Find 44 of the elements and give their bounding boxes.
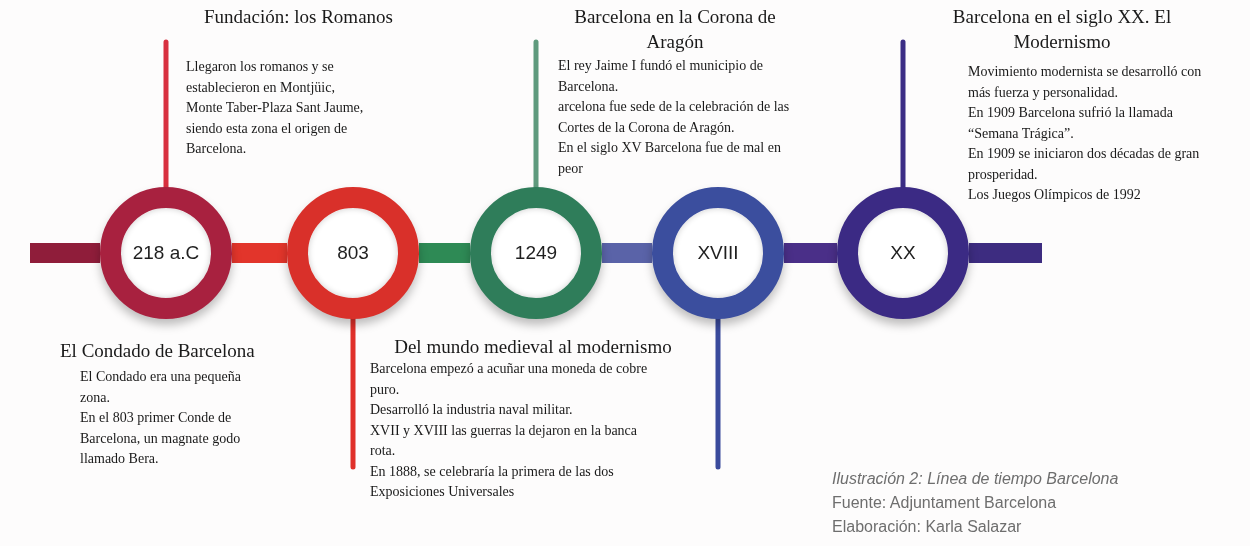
figure-caption: Ilustración 2: Línea de tiempo Barcelona [832, 469, 1119, 489]
year-label: XX [890, 242, 916, 264]
year-label: XVIII [697, 242, 739, 264]
event-description: arcelona fue sede de la celebración de las Cortes de la Corona de Aragón. [558, 98, 791, 137]
year-ring [470, 187, 602, 319]
timeline-bar [784, 243, 837, 263]
event-description: En 1888, se celebraría la primera de las dos Exposiciones Universales [370, 462, 615, 501]
timeline-bar [419, 243, 470, 263]
leader-line [715, 316, 721, 470]
year-ring [100, 187, 232, 319]
event-description: El rey Jaime I fundó el municipio de Barcelona. [558, 57, 764, 96]
event-description: Desarrolló la industria naval militar. [370, 401, 574, 419]
leader-line [900, 39, 906, 190]
event-heading: El Condado de Barcelona [60, 339, 256, 363]
event-heading: Fundación: los Romanos [203, 5, 394, 29]
timeline-bar [30, 243, 100, 263]
event-heading: Barcelona en el siglo XX. El Modernismo [951, 5, 1173, 54]
timeline-bar [232, 243, 287, 263]
event-description: Barcelona empezó a acuñar una moneda de cobre puro. [370, 360, 649, 399]
event-heading: Barcelona en la Corona de Aragón [573, 5, 777, 54]
event-description: En 1909 se iniciaron dos décadas de gran prosperidad. [968, 145, 1201, 184]
event-description: Monte Taber-Plaza Sant Jaume, siendo esta zona el origen de Barcelona. [186, 99, 364, 158]
event-heading: Del mundo medieval al modernismo [393, 335, 673, 359]
event-description: El Condado era una pequeña zona. [80, 368, 242, 407]
leader-line [163, 39, 169, 190]
event-description: Los Juegos Olímpicos de 1992 [968, 186, 1142, 204]
event-description: En el siglo XV Barcelona fue de mal en peor [558, 139, 782, 178]
event-description: Movimiento modernista se desarrolló con más fuerza y personalidad. [968, 63, 1203, 102]
year-ring [652, 187, 784, 319]
year-label: 1249 [514, 242, 558, 264]
year-label: 218 a.C [132, 242, 200, 264]
event-description: Llegaron los romanos y se establecieron en Montjüic, [186, 58, 336, 97]
leader-line [350, 316, 356, 470]
timeline-bar [602, 243, 652, 263]
event-description: En el 803 primer Conde de Barcelona, un magnate godo llamado Bera. [80, 409, 242, 468]
event-description: XVII y XVIII las guerras la dejaron en la banca rota. [370, 421, 639, 460]
year-ring [287, 187, 419, 319]
timeline-bar [969, 243, 1042, 263]
event-description: En 1909 Barcelona sufrió la llamada “Semana Trágica”. [968, 104, 1174, 143]
year-label: 803 [337, 242, 369, 264]
source-note: Fuente: Adjuntament Barcelona [832, 493, 1058, 513]
leader-line [533, 39, 539, 190]
source-note: Elaboración: Karla Salazar [832, 517, 1023, 537]
year-ring [837, 187, 969, 319]
